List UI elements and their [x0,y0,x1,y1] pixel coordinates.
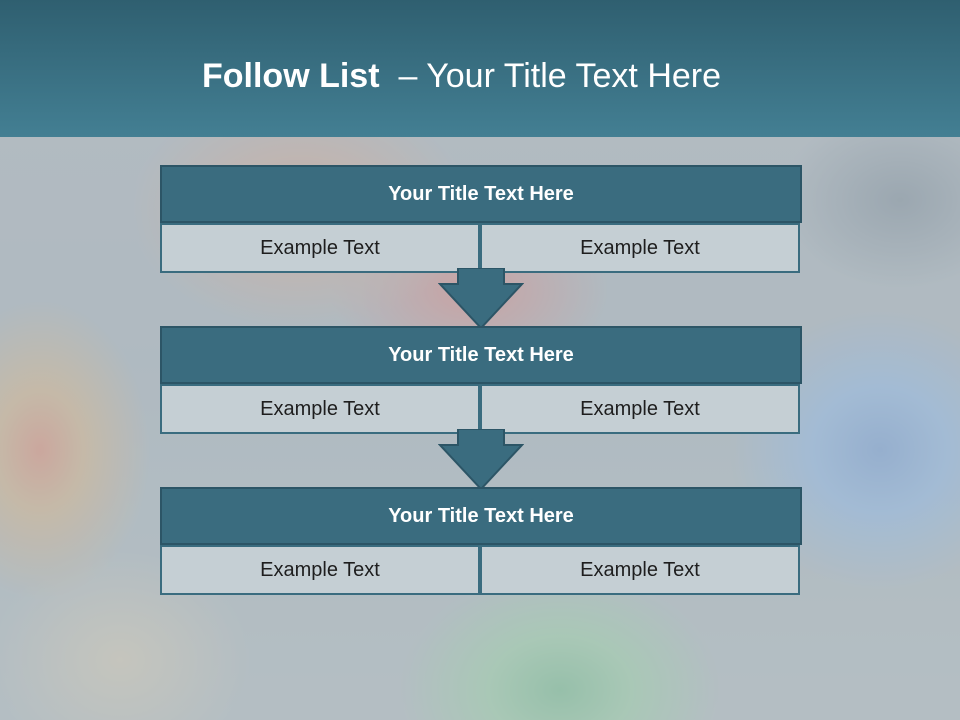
list-step-2: Your Title Text Here Example Text Exampl… [160,326,802,434]
step-cell-left: Example Text [160,384,480,434]
step-title: Your Title Text Here [160,487,802,545]
step-cell-left: Example Text [160,223,480,273]
step-cell-right: Example Text [480,223,800,273]
step-title: Your Title Text Here [160,326,802,384]
step-title: Your Title Text Here [160,165,802,223]
list-step-1: Your Title Text Here Example Text Exampl… [160,165,802,273]
down-arrow-icon [438,429,524,491]
slide-title: Follow List – Your Title Text Here [202,56,721,100]
slide-title-bold: Follow List [202,57,380,95]
list-step-3: Your Title Text Here Example Text Exampl… [160,487,802,595]
slide-title-rest: – Your Title Text Here [398,57,722,95]
step-cell-left: Example Text [160,545,480,595]
down-arrow-icon [438,268,524,330]
step-cell-right: Example Text [480,545,800,595]
step-cell-right: Example Text [480,384,800,434]
title-bar [0,0,960,137]
